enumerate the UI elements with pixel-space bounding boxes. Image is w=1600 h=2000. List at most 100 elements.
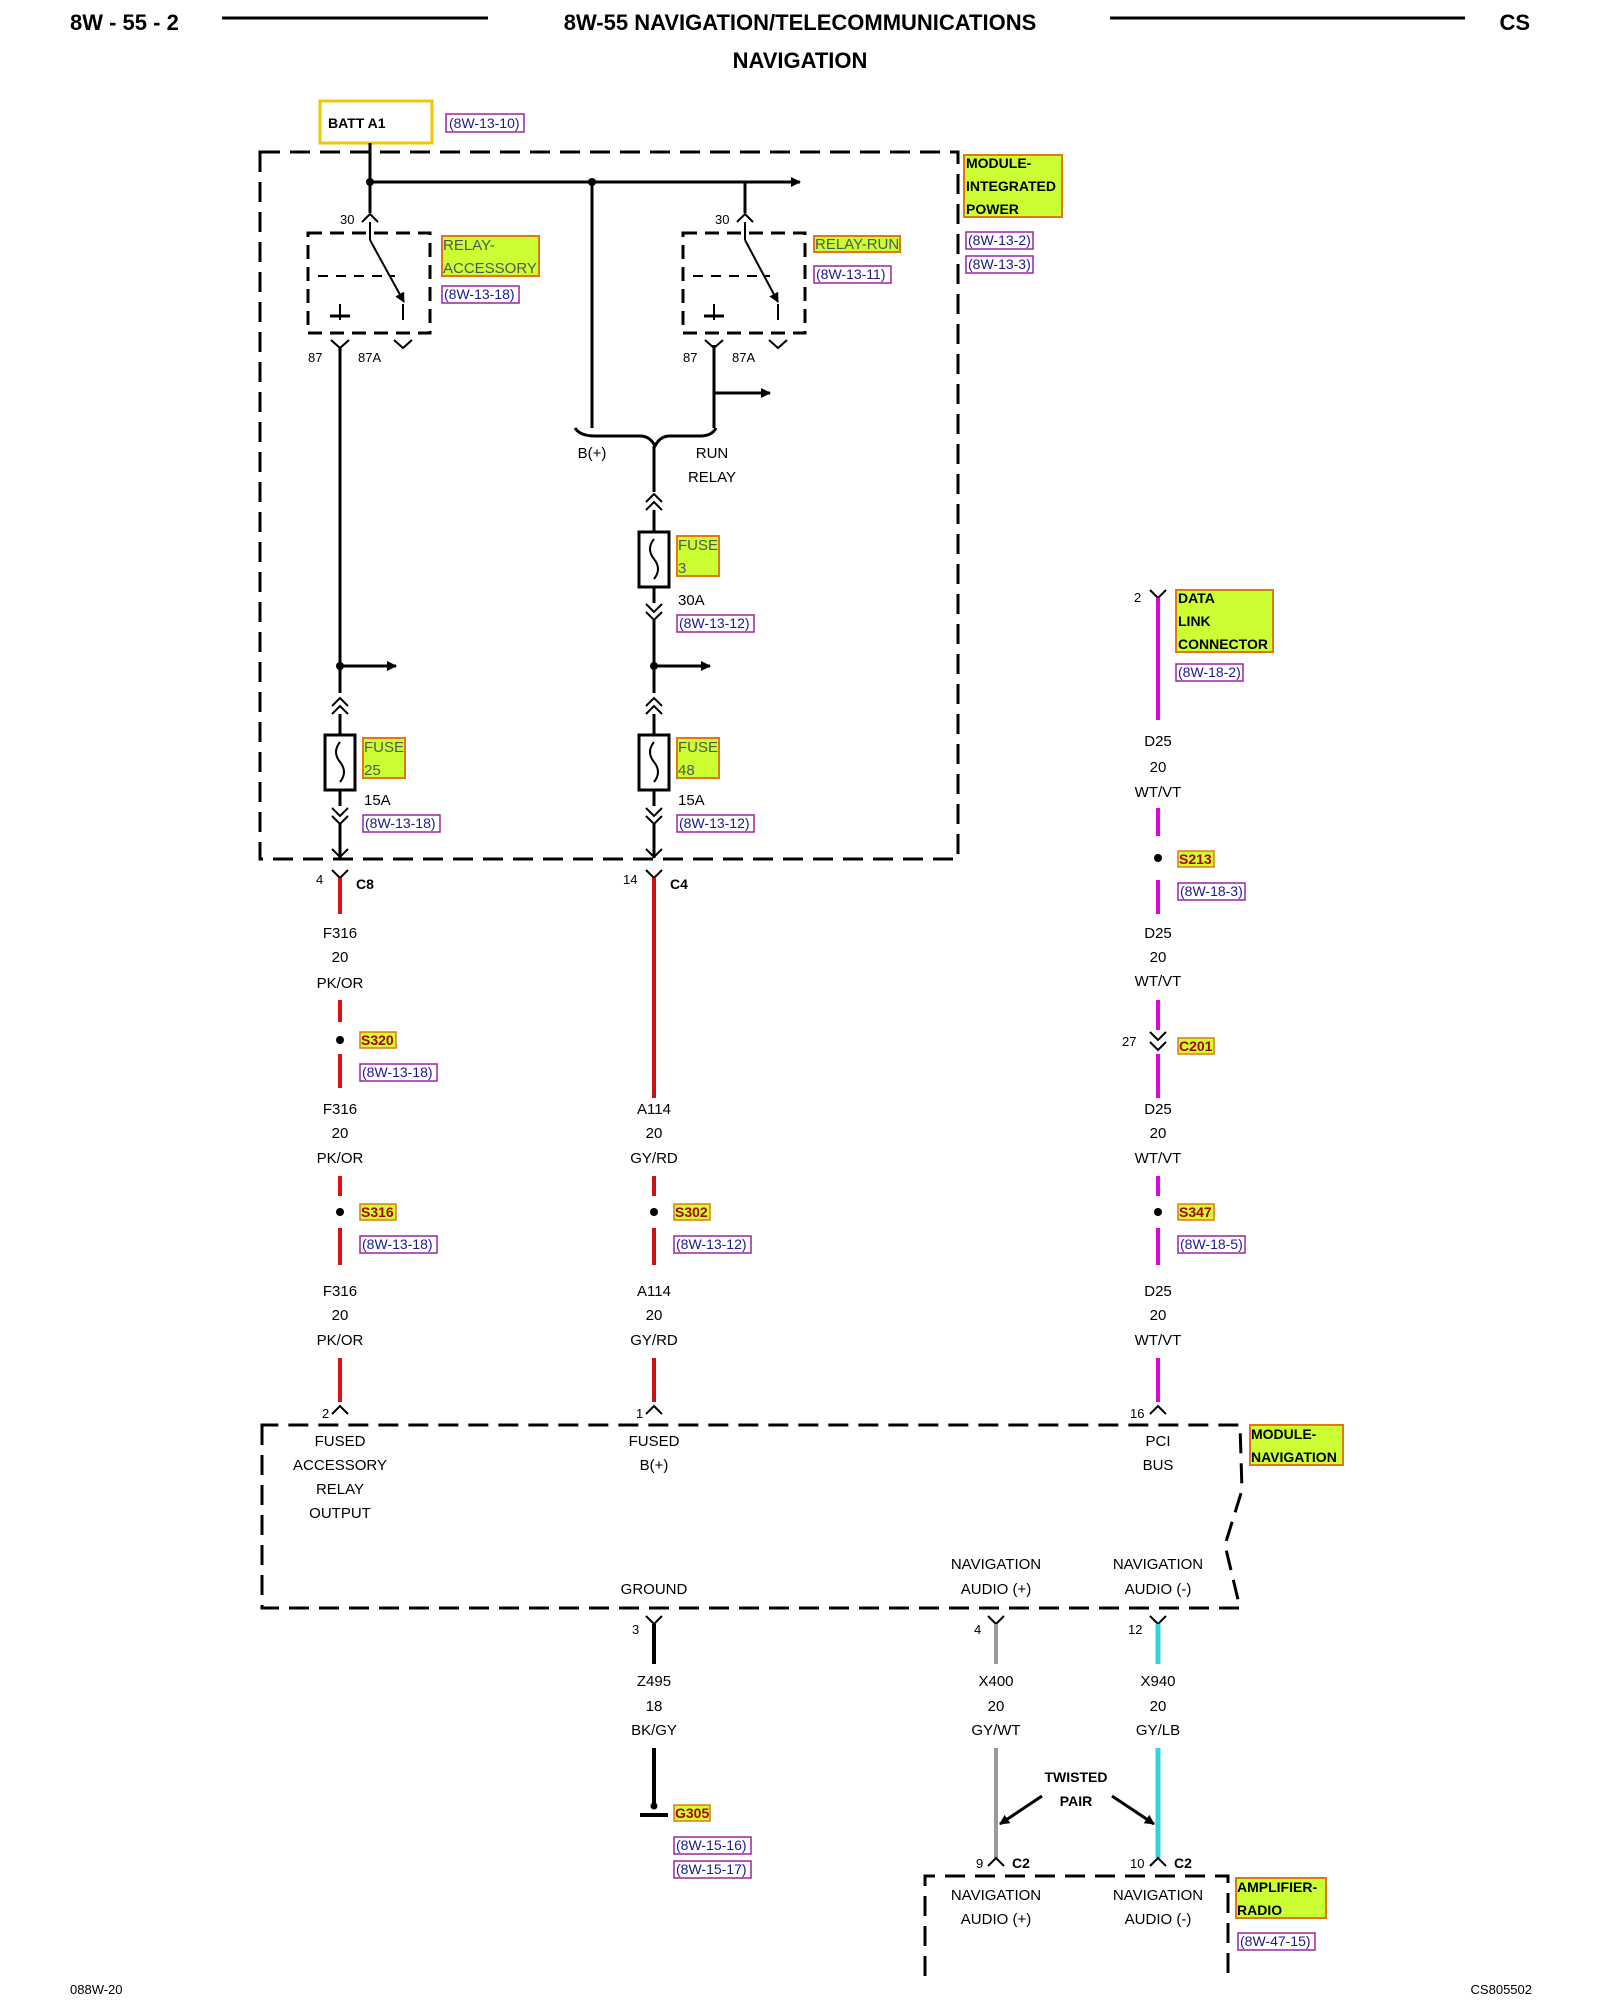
nav-fused-b-2: B(+) — [640, 1457, 669, 1474]
x940-circuit: X940 — [1140, 1673, 1175, 1690]
ipm-ref-2[interactable]: (8W-13-3) — [968, 256, 1031, 272]
ipm-label-3: POWER — [966, 201, 1019, 217]
amp-audio-neg-1: NAVIGATION — [1113, 1887, 1203, 1904]
fuse3-label-1: FUSE — [678, 537, 718, 554]
a114-w1-gauge: 20 — [646, 1125, 663, 1142]
relay-run-pin-87: 87 — [683, 350, 697, 365]
relay-run-pin-30: 30 — [715, 212, 729, 227]
relay-run-pin-87a: 87A — [732, 350, 755, 365]
dlc-terminal — [1149, 589, 1167, 600]
splice-s320-label[interactable]: S320 — [361, 1032, 394, 1048]
c8-label: C8 — [356, 876, 374, 892]
a114-w2-gauge: 20 — [646, 1307, 663, 1324]
s347-ref[interactable]: (8W-18-5) — [1180, 1236, 1243, 1252]
amp-label-1: AMPLIFIER- — [1237, 1879, 1317, 1895]
c201-connector — [1149, 1031, 1167, 1052]
ipm-bus — [368, 143, 801, 450]
d25-w3-gauge: 20 — [1150, 1125, 1167, 1142]
splice-s316-dot — [336, 1208, 344, 1216]
amp-audio-pos-1: NAVIGATION — [951, 1887, 1041, 1904]
fuse25-label-2: 25 — [364, 762, 381, 779]
dlc-label-1: DATA — [1178, 590, 1215, 606]
d25-w2-color: WT/VT — [1135, 973, 1182, 990]
relay-acc-pin-87a: 87A — [358, 350, 381, 365]
relay-run: 30 87 87A — [681, 212, 807, 365]
page-subtitle: NAVIGATION — [733, 48, 868, 73]
f316-w3-color: PK/OR — [317, 1332, 364, 1349]
twisted-arrow-left — [999, 1794, 1043, 1826]
nav-fused-acc-4: OUTPUT — [309, 1505, 371, 1522]
relay-acc-pin-87: 87 — [308, 350, 322, 365]
f316-w3-circuit: F316 — [323, 1283, 357, 1300]
amp-c2-label-a: C2 — [1012, 1855, 1030, 1871]
nav-module-label-2: NAVIGATION — [1251, 1449, 1337, 1465]
relay-acc-label-2: ACCESSORY — [443, 260, 537, 277]
f316-w2-circuit: F316 — [323, 1101, 357, 1118]
nav-pin-2: 2 — [322, 1406, 329, 1421]
fuse3-ref[interactable]: (8W-13-12) — [679, 615, 750, 631]
nav-pci-2: BUS — [1143, 1457, 1174, 1474]
g305-ref-1[interactable]: (8W-15-16) — [676, 1837, 747, 1853]
x940-gauge: 20 — [1150, 1698, 1167, 1715]
d25-w1-gauge: 20 — [1150, 759, 1167, 776]
relay-run-ref[interactable]: (8W-13-11) — [816, 266, 886, 282]
z495-color: BK/GY — [631, 1722, 677, 1739]
nav-fused-b-1: FUSED — [629, 1433, 680, 1450]
nav-audio-neg-1: NAVIGATION — [1113, 1556, 1203, 1573]
d25-w1-circuit: D25 — [1144, 733, 1172, 750]
nav-audio-neg-2: AUDIO (-) — [1125, 1581, 1192, 1598]
nav-module-box — [260, 1423, 1244, 1610]
a114-w2-circuit: A114 — [637, 1283, 671, 1300]
ground-g305-label[interactable]: G305 — [675, 1805, 709, 1821]
ipm-box — [258, 150, 960, 861]
fuse48-ref[interactable]: (8W-13-12) — [679, 815, 750, 831]
splice-s347-dot — [1154, 1208, 1162, 1216]
nav-pin-12: 12 — [1128, 1622, 1142, 1637]
twisted-arrow-right — [1111, 1794, 1155, 1826]
mid-branch — [637, 446, 711, 859]
s213-ref[interactable]: (8W-18-3) — [1180, 883, 1243, 899]
g305-ref-2[interactable]: (8W-15-17) — [676, 1861, 747, 1877]
twisted-pair-label-2: PAIR — [1060, 1793, 1092, 1809]
splice-s316-label[interactable]: S316 — [361, 1204, 394, 1220]
left-branch — [323, 348, 397, 859]
splice-s213-label[interactable]: S213 — [1179, 851, 1212, 867]
batt-box — [318, 99, 434, 145]
c201-label[interactable]: C201 — [1179, 1038, 1213, 1054]
splice-s347-label[interactable]: S347 — [1179, 1204, 1212, 1220]
batt-label: BATT A1 — [328, 115, 386, 131]
fuse25-label-1: FUSE — [364, 739, 404, 756]
c8-pin: 4 — [316, 872, 323, 887]
c4-pin: 14 — [623, 872, 637, 887]
a114-w1-color: GY/RD — [630, 1150, 678, 1167]
dlc-label-2: LINK — [1178, 613, 1211, 629]
nav-audio-pos-1: NAVIGATION — [951, 1556, 1041, 1573]
dlc-ref[interactable]: (8W-18-2) — [1178, 664, 1241, 680]
relay-accessory: 30 87 87A — [306, 212, 432, 365]
relay-acc-ref[interactable]: (8W-13-18) — [444, 286, 515, 302]
ipm-ref-1[interactable]: (8W-13-2) — [968, 232, 1031, 248]
batt-ref[interactable]: (8W-13-10) — [449, 115, 520, 131]
page-number: 8W - 55 - 2 — [70, 10, 179, 35]
s316-ref[interactable]: (8W-13-18) — [362, 1236, 433, 1252]
splice-s302-label[interactable]: S302 — [675, 1204, 708, 1220]
footer-right: CS805502 — [1471, 1982, 1532, 1997]
fuse25-ref[interactable]: (8W-13-18) — [365, 815, 436, 831]
f316-w1-gauge: 20 — [332, 949, 349, 966]
s320-ref[interactable]: (8W-13-18) — [362, 1064, 433, 1080]
nav-fused-acc-3: RELAY — [316, 1481, 364, 1498]
s302-ref[interactable]: (8W-13-12) — [676, 1236, 747, 1252]
nav-pin-1: 1 — [636, 1406, 643, 1421]
ipm-label-2: INTEGRATED — [966, 178, 1056, 194]
d25-w2-circuit: D25 — [1144, 925, 1172, 942]
relay-run-label: RELAY-RUN — [815, 236, 899, 253]
nav-pin-4: 4 — [974, 1622, 981, 1637]
x940-color: GY/LB — [1136, 1722, 1180, 1739]
ipm-highlight — [963, 154, 1063, 218]
fuse3-label-2: 3 — [678, 560, 686, 577]
section-code: CS — [1499, 10, 1530, 35]
nav-pci-1: PCI — [1145, 1433, 1170, 1450]
amp-ref[interactable]: (8W-47-15) — [1240, 1933, 1311, 1949]
d25-w4-color: WT/VT — [1135, 1332, 1182, 1349]
